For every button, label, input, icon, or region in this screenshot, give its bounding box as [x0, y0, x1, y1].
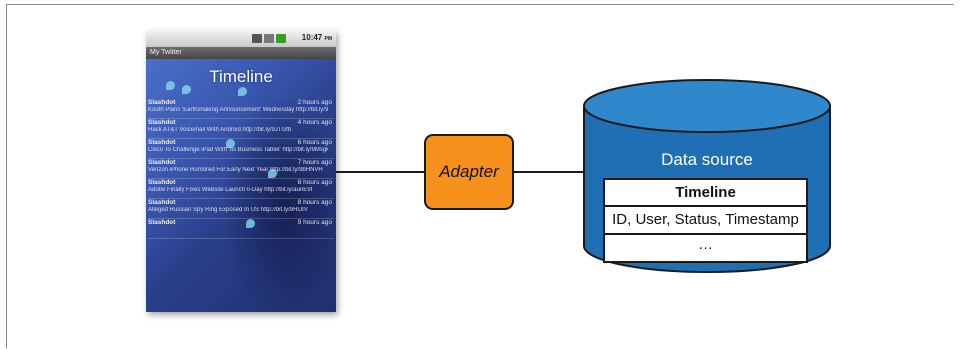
tweet-time: 2 hours ago: [297, 99, 332, 106]
bird-icon: [166, 81, 175, 90]
usb-icon: [264, 34, 274, 43]
tweet-time: 9 hours ago: [297, 219, 332, 226]
timeline-heading: Timeline: [209, 67, 273, 86]
tweet-text: Cisco To Challenge iPad With 'Its Busine…: [148, 147, 328, 153]
status-clock: 10:47 PM: [301, 33, 332, 42]
bird-icon: [226, 139, 235, 148]
signal-icon: [276, 34, 286, 43]
figure-frame: [6, 4, 954, 348]
table-fields-row: ID, User, Status, Timestamp: [605, 207, 806, 235]
tweet-time: 4 hours ago: [297, 119, 332, 126]
connector-adapter-datasource: [514, 171, 584, 173]
tweet-text: Adobe Finally Fixes Website Launch 0-Day…: [148, 187, 313, 193]
app-title-bar: My Twitter: [146, 47, 336, 59]
tweet-time: 8 hours ago: [297, 179, 332, 186]
table-header: Timeline: [605, 180, 806, 207]
connector-phone-adapter: [336, 171, 424, 173]
tweet-time: 6 hours ago: [297, 139, 332, 146]
status-bar: 10:47 PM: [146, 30, 336, 47]
bird-icon: [246, 219, 255, 228]
tweet-text: Hack AT&T Voicemail With Android http://…: [148, 127, 292, 133]
datasource-table: Timeline ID, User, Status, Timestamp …: [603, 178, 808, 263]
bird-icon: [238, 87, 247, 96]
tweet-user: Slashdot: [148, 199, 176, 206]
tweet-row[interactable]: Slashdot 9 hours ago: [148, 219, 334, 239]
tweet-user: Slashdot: [148, 159, 176, 166]
tweet-text: Verizon iPhone Rumored For Early Next Ye…: [148, 167, 323, 173]
bird-icon: [182, 85, 191, 94]
tweet-user: Slashdot: [148, 99, 176, 106]
table-ellipsis-row: …: [698, 236, 713, 253]
bird-icon: [268, 169, 277, 178]
tweet-user: Slashdot: [148, 219, 176, 226]
sd-card-icon: [252, 34, 262, 43]
adapter-box: Adapter: [424, 134, 514, 210]
tweet-time: 8 hours ago: [297, 199, 332, 206]
tweet-user: Slashdot: [148, 119, 176, 126]
tweet-user: Slashdot: [148, 139, 176, 146]
tweet-user: Slashdot: [148, 179, 176, 186]
adapter-label: Adapter: [439, 162, 499, 181]
tweet-text: Alleged Russian Spy Ring Exposed In US h…: [148, 207, 308, 213]
tweet-text: Kouth Plans 'Earthshaking Announcement' …: [148, 107, 328, 113]
tweet-time: 7 hours ago: [297, 159, 332, 166]
phone-screenshot: 10:47 PM My Twitter Timeline Slashdot 2 h…: [146, 30, 336, 312]
datasource-label: Data source: [661, 150, 753, 169]
